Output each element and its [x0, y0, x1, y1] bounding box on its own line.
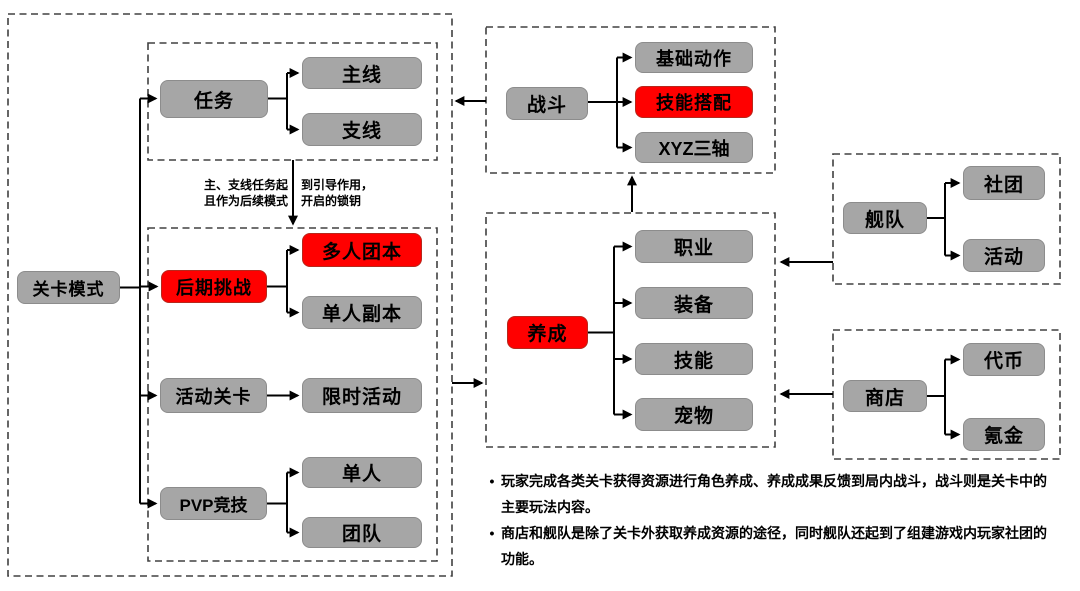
node-timed-event: 限时活动: [302, 378, 422, 413]
connector-arrows: [140, 52, 961, 538]
notes-list: • 玩家完成各类关卡获得资源进行角色养成、养成成果反馈到局内战斗，战斗则是关卡中…: [483, 468, 1055, 572]
annotation-right-line1: 到引导作用，: [301, 178, 374, 192]
bullet-icon: •: [489, 525, 495, 541]
node-krypton: 氪金: [963, 418, 1045, 451]
connector-lines: [120, 57, 946, 533]
node-xyz-axes: XYZ三轴: [635, 132, 753, 163]
node-growth: 养成: [507, 316, 588, 349]
node-side-quest: 支线: [302, 113, 422, 146]
node-event-level: 活动关卡: [160, 378, 267, 413]
note-text: 玩家完成各类关卡获得资源进行角色养成、养成成果反馈到局内战斗，战斗则是关卡中的主…: [501, 473, 1047, 515]
node-basic-action: 基础动作: [635, 42, 753, 73]
annotation-left-line1: 主、支线任务起: [203, 178, 288, 192]
group-growth-outline: [485, 212, 776, 448]
node-main-quest: 主线: [302, 57, 422, 89]
node-fleet: 舰队: [843, 202, 927, 234]
node-pvp: PVP竞技: [160, 487, 267, 520]
node-late-challenge: 后期挑战: [161, 270, 267, 303]
group-level-mode-outline: [7, 13, 453, 577]
note-item: • 玩家完成各类关卡获得资源进行角色养成、养成成果反馈到局内战斗，战斗则是关卡中…: [483, 468, 1055, 520]
group-modes-outline: [147, 227, 438, 562]
node-pvp-team: 团队: [302, 517, 422, 548]
note-item: • 商店和舰队是除了关卡外获取养成资源的途径，同时舰队还起到了组建游戏内玩家社团…: [483, 520, 1055, 572]
annotation-left: 主、支线任务起 且作为后续模式: [150, 177, 288, 209]
bullet-icon: •: [489, 473, 495, 489]
annotation-right: 到引导作用， 开启的锁钥: [301, 177, 373, 209]
node-skill-combo: 技能搭配: [635, 86, 753, 118]
node-club: 社团: [963, 166, 1045, 200]
node-combat: 战斗: [506, 87, 588, 120]
node-equipment: 装备: [635, 287, 753, 319]
node-task: 任务: [160, 80, 268, 118]
annotation-left-line2: 且作为后续模式: [203, 194, 288, 208]
node-multi-raid: 多人团本: [302, 233, 422, 267]
note-text: 商店和舰队是除了关卡外获取养成资源的途径，同时舰队还起到了组建游戏内玩家社团的功…: [501, 525, 1047, 567]
node-pvp-solo: 单人: [302, 457, 422, 488]
node-solo-dungeon: 单人副本: [302, 296, 422, 329]
group-fleet-outline: [832, 153, 1061, 285]
node-token: 代币: [963, 343, 1045, 376]
node-fleet-activity: 活动: [963, 239, 1045, 272]
node-skill: 技能: [635, 343, 753, 375]
node-pet: 宠物: [635, 398, 753, 431]
annotation-right-line2: 开启的锁钥: [301, 194, 362, 208]
node-shop: 商店: [843, 380, 927, 412]
node-profession: 职业: [635, 230, 753, 263]
node-level-mode: 关卡模式: [17, 271, 120, 304]
